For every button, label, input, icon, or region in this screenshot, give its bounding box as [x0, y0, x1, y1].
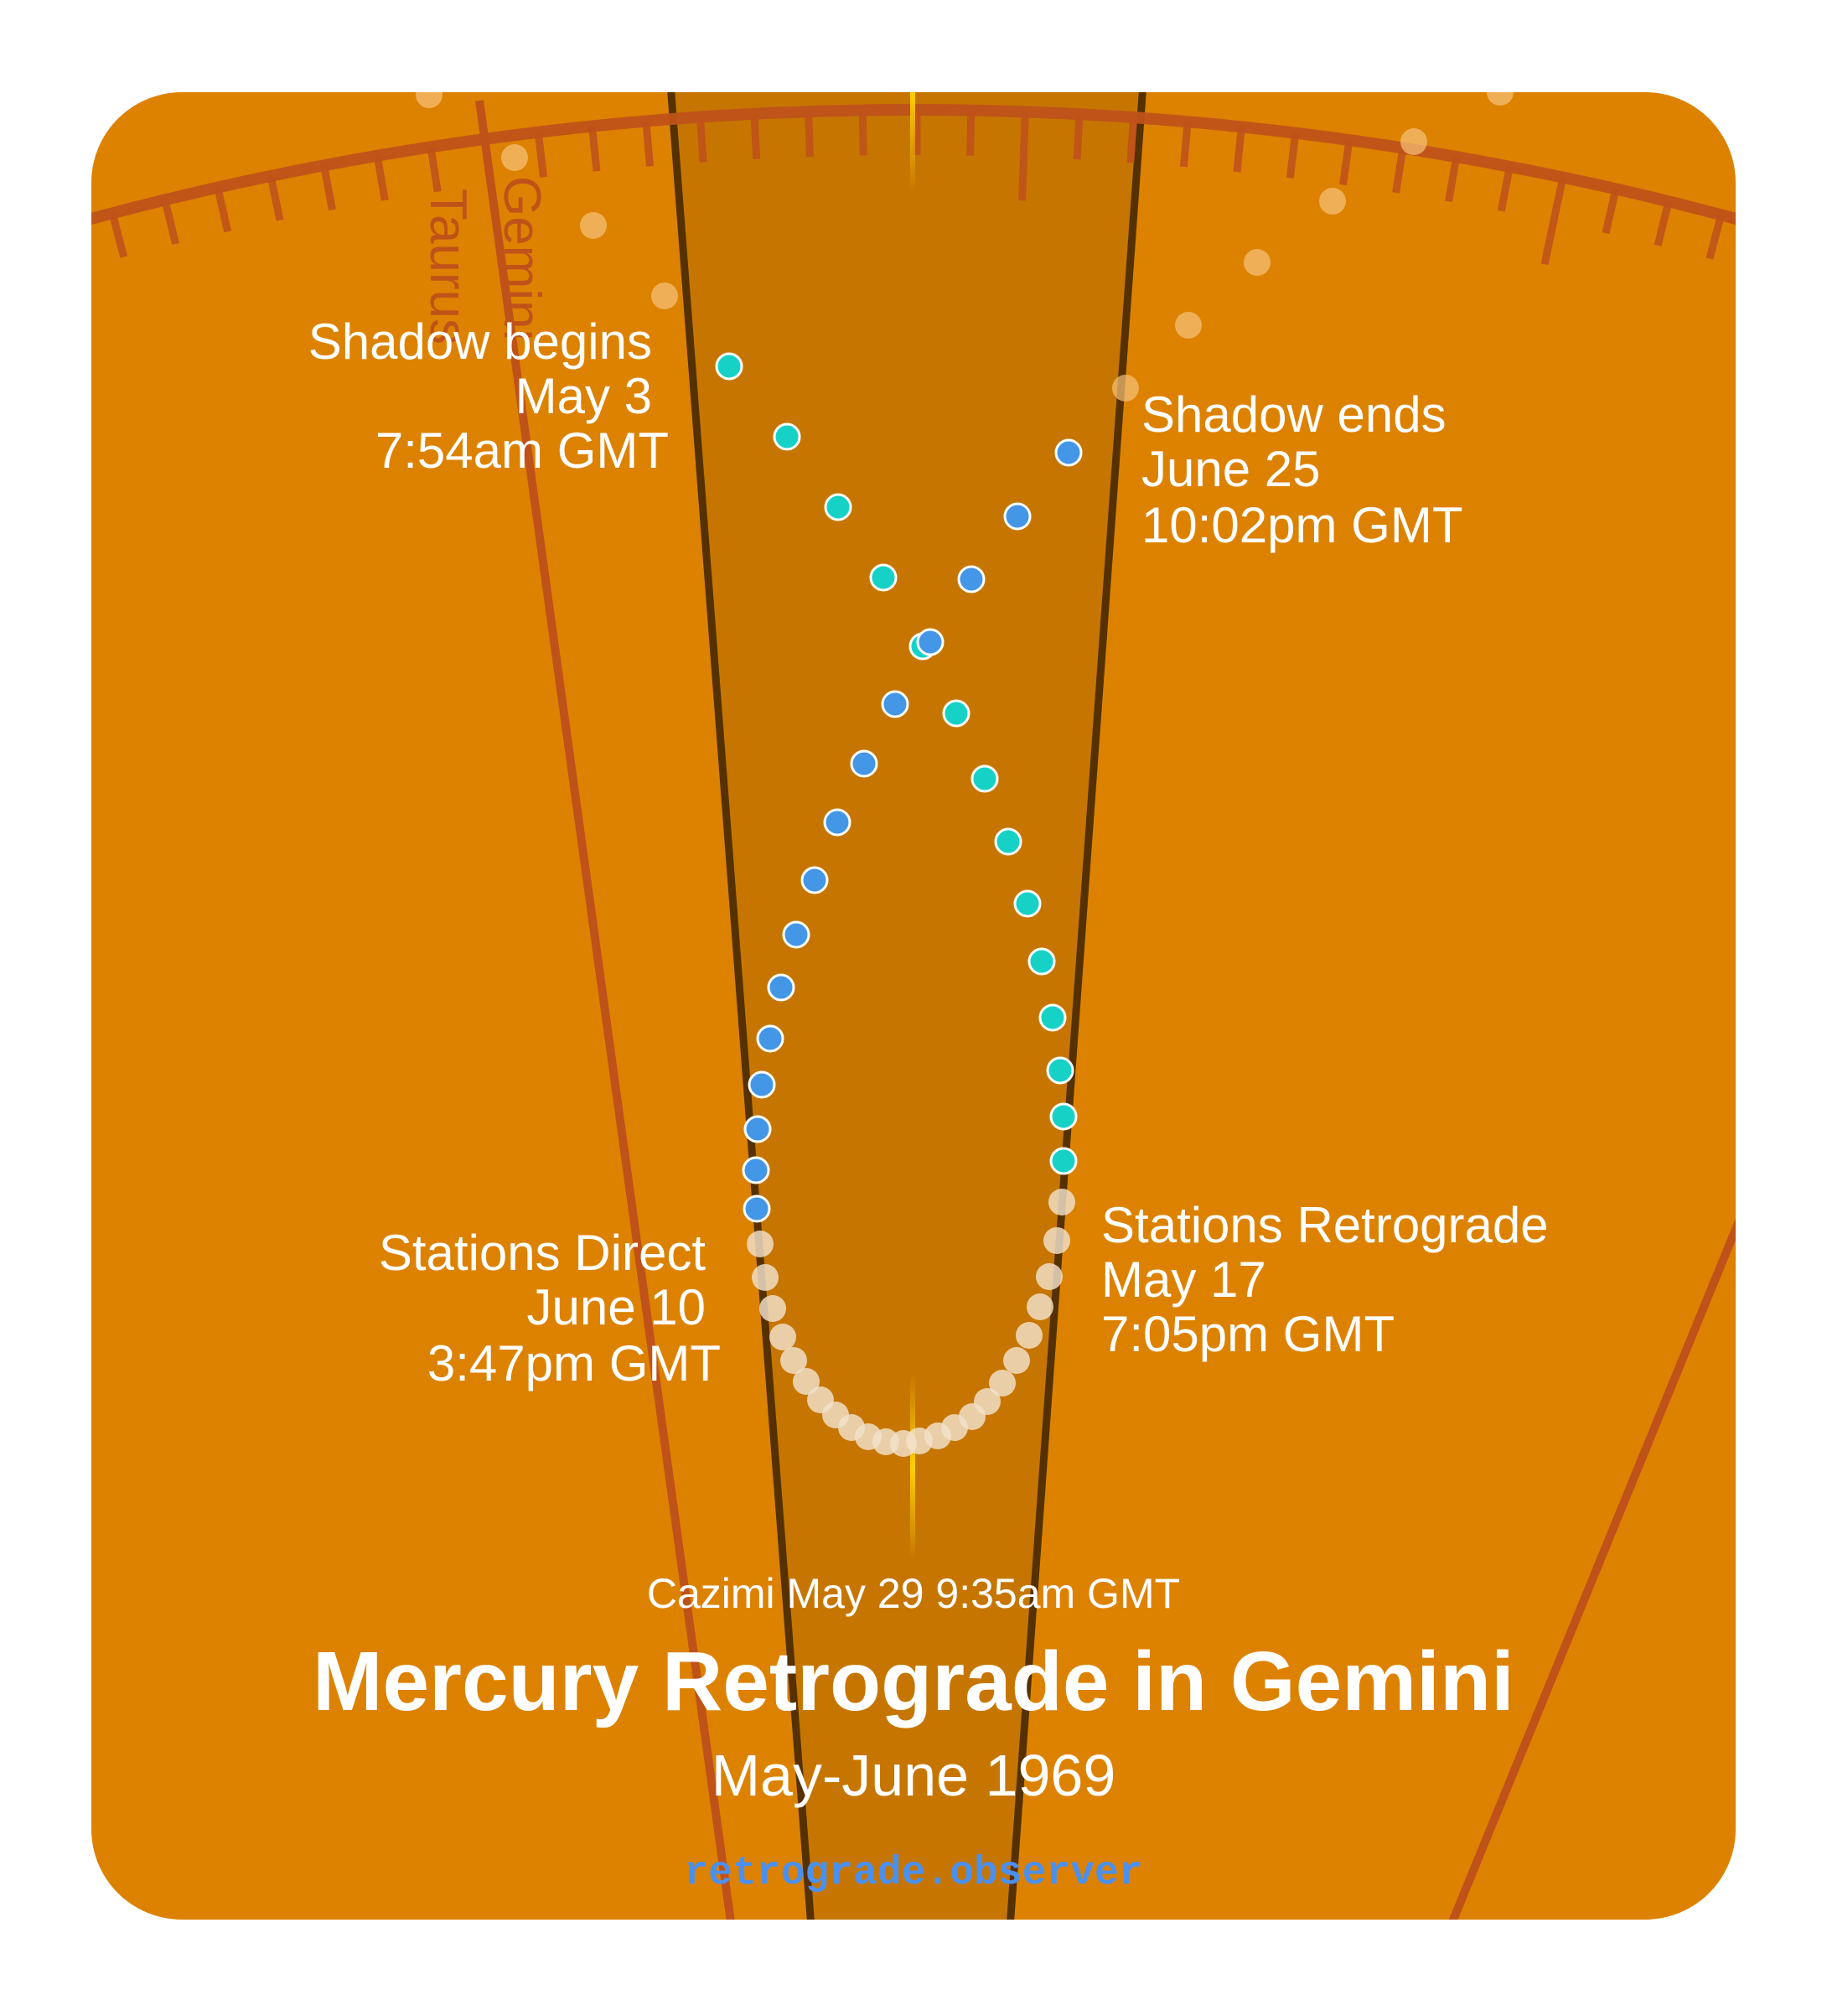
shadow-ends-time: 10:02pm GMT	[1141, 497, 1462, 553]
star-dot	[1400, 128, 1427, 155]
retrograde-position-dot	[769, 1324, 796, 1350]
retrograde-position-dot	[1016, 1322, 1043, 1349]
retrograde-position-dot	[780, 1347, 807, 1374]
star-dot	[416, 81, 443, 108]
pre-shadow-position-dot	[774, 424, 800, 449]
cazimi-marker-bottom	[910, 1375, 915, 1559]
degree-tick	[1237, 127, 1242, 172]
post-shadow-position-dot	[918, 630, 943, 655]
degree-tick	[754, 114, 757, 159]
star-dot	[501, 144, 528, 171]
post-shadow-position-dot	[745, 1117, 770, 1142]
shadow-begins-title: Shadow begins	[308, 314, 652, 370]
site-link[interactable]: retrograde.observer	[684, 1851, 1142, 1896]
star-dot	[1175, 312, 1202, 339]
degree-tick	[1131, 117, 1134, 163]
degree-tick	[1022, 111, 1026, 200]
post-shadow-position-dot	[744, 1196, 769, 1221]
pre-shadow-position-dot	[1051, 1148, 1076, 1174]
retrograde-position-dot	[1048, 1189, 1075, 1215]
degree-tick	[1813, 245, 1826, 288]
degree-tick	[592, 127, 596, 172]
retrograde-position-dot	[759, 1295, 786, 1322]
pre-shadow-position-dot	[826, 495, 851, 520]
pre-shadow-position-dot	[996, 829, 1021, 854]
retrograde-position-dot	[1027, 1293, 1053, 1320]
star-dot	[1112, 375, 1139, 402]
post-shadow-position-dot	[758, 1026, 783, 1051]
degree-tick	[60, 227, 73, 271]
post-shadow-position-dot	[959, 567, 984, 592]
star-dot	[1244, 249, 1271, 276]
star-dot	[1487, 79, 1514, 106]
stations-retrograde-date: May 17	[1101, 1252, 1266, 1308]
cazimi-marker-top	[910, 92, 915, 193]
stations-direct-time: 3:47pm GMT	[427, 1335, 721, 1392]
degree-tick	[970, 111, 971, 156]
star-dot	[651, 282, 678, 309]
degree-tick	[1077, 114, 1079, 159]
retrograde-position-dot	[1036, 1263, 1063, 1290]
retrograde-position-dot	[752, 1264, 779, 1291]
page-title: Mercury Retrograde in Gemini	[313, 1635, 1514, 1728]
cazimi-label: Cazimi May 29 9:35am GMT	[647, 1570, 1180, 1617]
stations-direct-date: June 10	[526, 1279, 706, 1335]
degree-tick	[646, 122, 650, 167]
pre-shadow-position-dot	[1048, 1058, 1073, 1083]
degree-tick	[8, 242, 21, 286]
post-shadow-position-dot	[749, 1072, 774, 1097]
degree-tick	[862, 110, 863, 155]
degree-tick	[1761, 229, 1773, 272]
post-shadow-position-dot	[1005, 504, 1030, 529]
pre-shadow-position-dot	[944, 701, 969, 726]
post-shadow-position-dot	[784, 922, 809, 947]
pre-shadow-position-dot	[1029, 949, 1054, 974]
post-shadow-position-dot	[851, 751, 877, 776]
post-shadow-position-dot	[769, 975, 794, 1000]
degree-tick	[700, 117, 703, 163]
pre-shadow-position-dot	[1015, 891, 1040, 916]
degree-tick	[1183, 122, 1188, 167]
post-shadow-position-dot	[802, 868, 827, 893]
shadow-ends-title: Shadow ends	[1141, 386, 1447, 443]
post-shadow-position-dot	[882, 692, 908, 717]
degree-tick	[538, 132, 543, 178]
post-shadow-position-dot	[1056, 440, 1081, 465]
shadow-begins-time: 7:54am GMT	[375, 422, 669, 479]
shadow-begins-date: May 3	[515, 368, 652, 424]
pre-shadow-position-dot	[717, 354, 742, 379]
pre-shadow-position-dot	[1051, 1104, 1076, 1129]
pre-shadow-position-dot	[972, 766, 997, 791]
stations-retrograde-title: Stations Retrograde	[1101, 1197, 1549, 1253]
pre-shadow-position-dot	[1040, 1005, 1065, 1030]
post-shadow-position-dot	[743, 1158, 769, 1183]
pre-shadow-position-dot	[871, 565, 896, 590]
retrograde-position-dot	[1003, 1347, 1030, 1374]
stations-retrograde-time: 7:05pm GMT	[1101, 1306, 1395, 1362]
retrograde-position-dot	[1043, 1227, 1070, 1254]
card: Taurus Gemini Shadow begins May 3 7:54am…	[0, 79, 1827, 1928]
star-dot	[580, 212, 607, 239]
page-subtitle: May-June 1969	[712, 1743, 1116, 1808]
shadow-ends-date: June 25	[1141, 441, 1321, 497]
degree-tick	[809, 111, 810, 157]
star-dot	[1319, 188, 1346, 215]
retrograde-position-dot	[747, 1231, 774, 1257]
post-shadow-position-dot	[825, 810, 850, 835]
stations-direct-title: Stations Direct	[379, 1225, 706, 1281]
